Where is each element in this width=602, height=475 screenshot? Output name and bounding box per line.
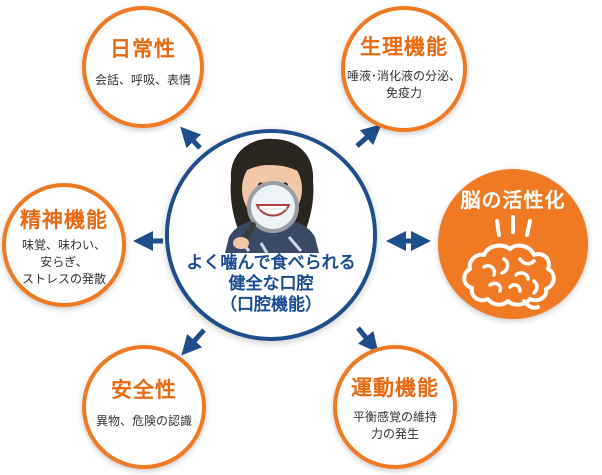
node-physio-desc: 唾液･消化液の分泌、 免疫力	[346, 69, 461, 100]
node-mental: 精神機能 味覚、味わい、 安らぎ、 ストレスの発散	[2, 183, 126, 307]
center-label: よく噛んで食べられる 健全な口腔 （口腔機能）	[186, 253, 356, 315]
child-with-magnifying-glass-image	[169, 133, 373, 253]
node-motor-desc: 平衡感覚の維持 力の発生	[352, 410, 437, 441]
brain-icon	[462, 215, 556, 310]
node-motor-title: 運動機能	[351, 376, 439, 400]
node-brain-title: 脳の活性化	[460, 188, 566, 212]
node-mental-desc: 味覚、味わい、 安らぎ、 ストレスの発散	[21, 238, 106, 286]
arrow-to-safety	[181, 328, 206, 356]
node-safety-title: 安全性	[111, 378, 177, 402]
node-brain: 脳の活性化	[438, 169, 588, 319]
node-daily: 日常性 会話、呼吸、表情	[82, 6, 204, 128]
node-safety-desc: 異物、危険の認識	[95, 414, 192, 428]
center-circle: よく噛んで食べられる 健全な口腔 （口腔機能）	[165, 129, 377, 341]
arrow-to-motor	[356, 326, 379, 353]
node-physio-title: 生理機能	[360, 35, 448, 59]
node-daily-title: 日常性	[110, 37, 176, 61]
node-safety: 安全性 異物、危険の認識	[82, 345, 206, 469]
node-physio: 生理機能 唾液･消化液の分泌、 免疫力	[341, 6, 467, 132]
node-daily-desc: 会話、呼吸、表情	[94, 73, 191, 87]
node-motor: 運動機能 平衡感覚の維持 力の発生	[333, 345, 457, 469]
node-mental-title: 精神機能	[20, 208, 108, 232]
